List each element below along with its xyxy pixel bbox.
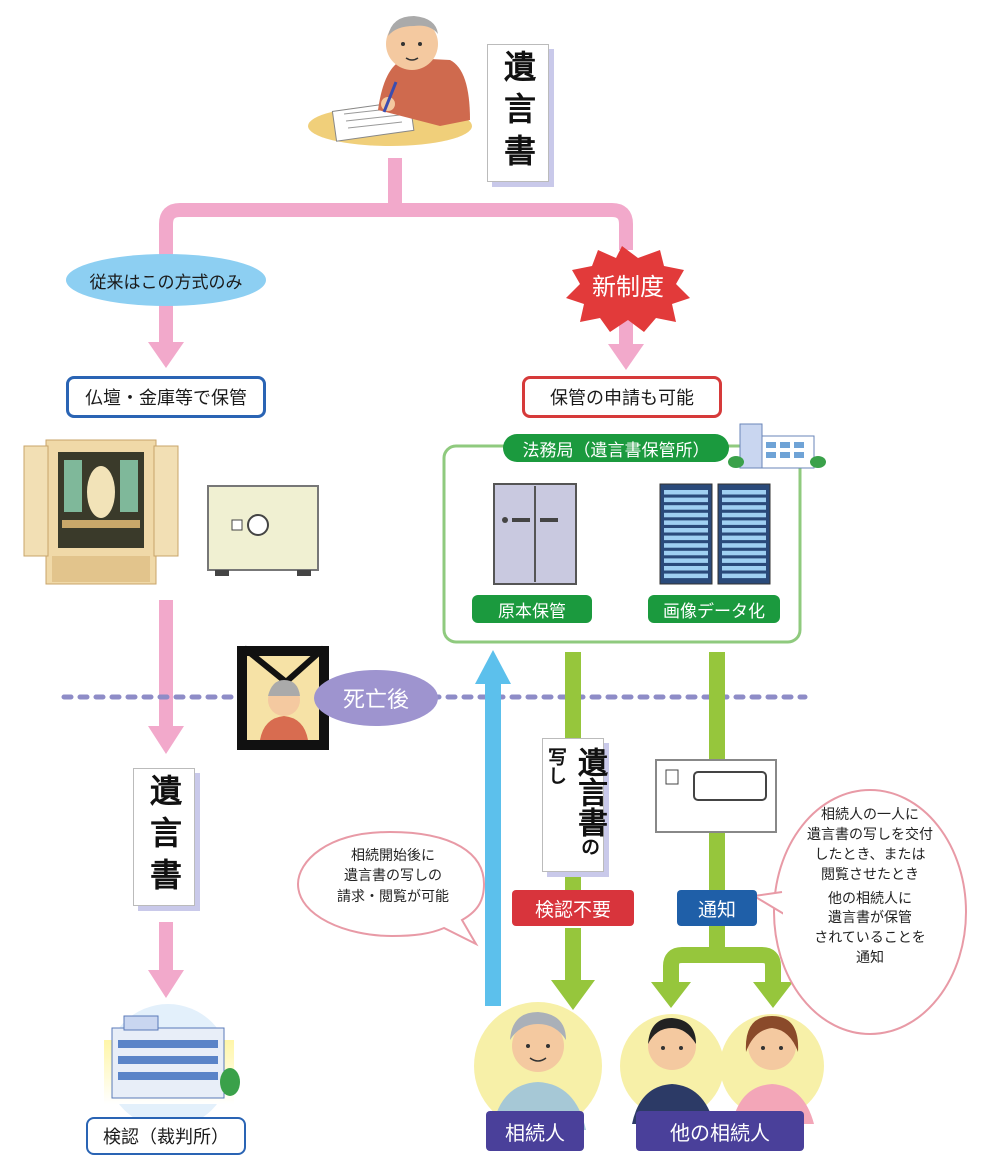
bubble-right-line-3: したとき、または: [814, 846, 926, 863]
pink-connectors: [148, 158, 644, 998]
rack-unit: [722, 490, 766, 495]
death-label-text: 死亡後: [342, 688, 409, 713]
image-data-badge: 画像データ化: [648, 595, 780, 623]
heir-label: 相続人: [505, 1120, 565, 1145]
blue-request-arrow: [475, 650, 511, 1006]
bubble-left-line-3: 請求・閲覧が可能: [337, 888, 449, 905]
top-will-label: 遺言書: [499, 50, 537, 176]
notice-badge: 通知: [677, 890, 757, 926]
court-probate-box: 検認（裁判所）: [86, 1117, 246, 1155]
traditional-badge: 従来はこの方式のみ: [66, 266, 266, 294]
original-storage-badge: 原本保管: [472, 595, 592, 623]
rack-unit: [722, 543, 766, 548]
bubble-left-line-2: 遺言書の写しの: [344, 868, 442, 885]
death-label-ellipse: [314, 670, 438, 726]
bubble-right-line-1: 相続人の一人に: [821, 807, 919, 823]
apply-storage-box: 保管の申請も可能: [522, 376, 722, 418]
bubble-right-line-5: 他の相続人に: [828, 890, 912, 907]
will-copy-scroll: 遺言書の写し: [540, 738, 607, 872]
original-storage-label: 原本保管: [498, 601, 566, 622]
rack-unit: [664, 512, 708, 518]
bubble-left-line-1: 相続開始後に: [351, 848, 435, 864]
green-connectors: [551, 652, 793, 1010]
apply-storage-label: 保管の申請も可能: [550, 388, 694, 409]
legal-bureau-title-label: 法務局（遺言書保管所）: [522, 440, 710, 461]
will-copy-small: の写し: [545, 747, 600, 856]
rack-unit: [722, 566, 766, 571]
home-storage-box: 仏壇・金庫等で保管: [66, 376, 266, 418]
rack-unit: [664, 543, 708, 548]
heir-badge: 相続人: [486, 1111, 584, 1151]
new-system-badge-label: 新制度: [592, 272, 664, 301]
will-copy-label: 遺言書の写し: [540, 747, 607, 871]
man-writing-illustration: [308, 16, 472, 146]
rack-unit: [722, 550, 766, 556]
rack-unit: [722, 497, 766, 503]
other-heir-man-illustration: [620, 1014, 724, 1124]
envelope-illustration: [655, 759, 777, 833]
server-rack-units: [664, 490, 766, 579]
rack-unit: [722, 558, 766, 563]
rack-unit: [664, 566, 708, 571]
rack-unit: [722, 505, 766, 510]
bubble-left-shape: [296, 830, 486, 947]
rack-unit: [664, 528, 708, 533]
safe-illustration: [207, 485, 319, 576]
left-will-scroll: 遺言書: [133, 768, 195, 906]
new-system-starburst: [566, 246, 690, 332]
rack-unit: [722, 520, 766, 525]
no-probate-label: 検認不要: [534, 898, 611, 921]
traditional-badge-label: 従来はこの方式のみ: [89, 272, 243, 293]
other-heir-woman-illustration: [720, 1014, 824, 1124]
rack-unit: [722, 573, 766, 579]
rack-unit: [664, 497, 708, 503]
rack-unit: [664, 520, 708, 525]
legal-bureau-title: 法務局（遺言書保管所）: [503, 434, 729, 462]
top-will-scroll: 遺言書: [487, 44, 549, 182]
no-probate-badge: 検認不要: [512, 890, 634, 926]
death-label: 死亡後: [314, 680, 438, 716]
rack-unit: [664, 505, 708, 510]
will-copy-main: 遺言書: [572, 747, 607, 837]
bubble-right-line-2: 遺言書の写しを交付: [807, 826, 933, 843]
rack-unit: [664, 490, 708, 495]
other-heirs-badge: 他の相続人: [636, 1111, 804, 1151]
rack-unit: [722, 535, 766, 541]
rack-unit: [664, 558, 708, 563]
heir-illustration: [474, 1002, 602, 1130]
bubble-right-shape: [773, 789, 967, 1035]
notice-label: 通知: [697, 898, 736, 921]
memorial-portrait: [237, 645, 329, 750]
home-storage-label: 仏壇・金庫等で保管: [85, 388, 247, 409]
bubble-left-text: 相続開始後に 遺言書の写しの 請求・閲覧が可能: [318, 846, 468, 907]
image-data-label: 画像データ化: [663, 601, 765, 622]
traditional-badge-ellipse: [66, 254, 266, 306]
rack-unit: [722, 528, 766, 533]
rack-unit: [664, 573, 708, 579]
court-building-illustration: [104, 1004, 240, 1128]
bubble-right-line-8: 通知: [856, 950, 884, 967]
bubble-right-line-6: 遺言書が保管: [828, 910, 912, 927]
rack-unit: [664, 535, 708, 541]
new-system-badge: 新制度: [566, 264, 690, 304]
rack-unit: [664, 550, 708, 556]
bubble-right-line-4: 閲覧させたとき: [821, 866, 919, 883]
other-heirs-label: 他の相続人: [670, 1120, 770, 1145]
butsudan-illustration: [23, 439, 179, 585]
rack-unit: [722, 512, 766, 518]
bubble-right-line-7: されていることを: [814, 930, 926, 947]
bureau-building-icon: [728, 423, 826, 469]
left-will-label: 遺言書: [145, 774, 183, 900]
court-probate-label: 検認（裁判所）: [103, 1127, 229, 1148]
storage-cabinet-illustration: [493, 483, 577, 585]
bubble-right-text: 相続人の一人に 遺言書の写しを交付 したとき、または 閲覧させたとき 他の相続人…: [780, 806, 960, 969]
